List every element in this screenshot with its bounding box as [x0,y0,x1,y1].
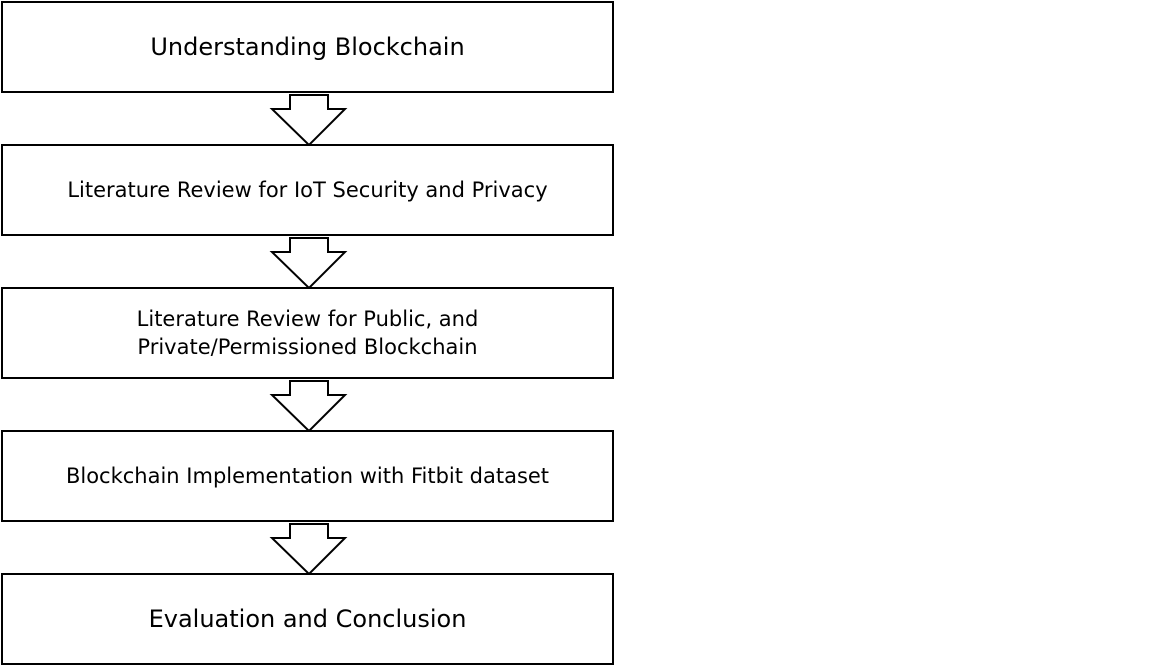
step-label-line: Evaluation and Conclusion [148,604,467,633]
step-label-line: Understanding Blockchain [150,32,465,61]
down-arrow-4-5 [269,523,348,576]
step-blockchain-implementation: Blockchain Implementation with Fitbit da… [1,430,614,522]
step-label-line: Literature Review for IoT Security and P… [67,177,548,202]
step-label: Understanding Blockchain [150,31,464,63]
step-label-line: Blockchain Implementation with Fitbit da… [65,463,550,488]
step-evaluation-conclusion: Evaluation and Conclusion [1,573,614,665]
step-label: Literature Review for Public, and Privat… [137,305,479,362]
down-arrow-1-2 [269,94,348,147]
step-label: Blockchain Implementation with Fitbit da… [66,462,549,490]
step-literature-review-blockchain-types: Literature Review for Public, and Privat… [1,287,614,379]
step-label-line-1: Literature Review for Public, and [136,306,479,331]
step-label: Evaluation and Conclusion [149,603,467,635]
step-literature-review-iot: Literature Review for IoT Security and P… [1,144,614,236]
step-label: Literature Review for IoT Security and P… [67,176,547,204]
down-arrow-3-4 [269,380,348,433]
step-understanding-blockchain: Understanding Blockchain [1,1,614,93]
down-arrow-2-3 [269,237,348,290]
step-label-line-2: Private/Permissioned Blockchain [137,335,478,359]
